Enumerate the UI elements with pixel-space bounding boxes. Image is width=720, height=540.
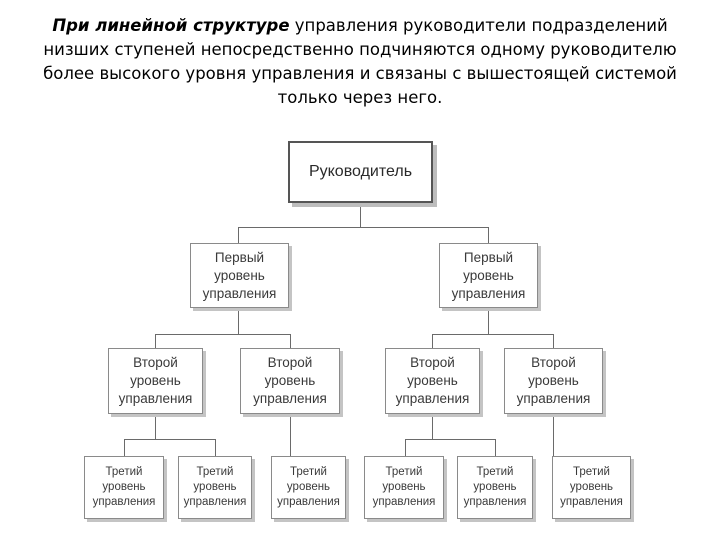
node-level3-3: Третий уровень управления xyxy=(271,456,346,519)
edge-to-level1-left xyxy=(238,227,239,243)
node-level2-3: Второй уровень управления xyxy=(385,348,480,414)
edge-level2-4-down xyxy=(553,414,554,456)
edge-to-level2-4 xyxy=(553,334,554,348)
node-level3-2: Третий уровень управления xyxy=(178,456,252,519)
edge-level2-2-down xyxy=(290,414,291,456)
node-level3-1: Третий уровень управления xyxy=(84,456,164,519)
node-level2-1: Второй уровень управления xyxy=(108,348,203,414)
edge-to-level2-1 xyxy=(155,334,156,348)
edge-to-level3-1 xyxy=(124,439,125,456)
node-level3-5: Третий уровень управления xyxy=(457,456,533,519)
edge-level2-bus-right xyxy=(432,334,553,335)
intro-lead: При линейной структуре xyxy=(52,16,290,35)
edge-to-level3-4 xyxy=(405,439,406,456)
edge-to-level2-2 xyxy=(290,334,291,348)
node-level2-4: Второй уровень управления xyxy=(504,348,603,414)
node-root: Руководитель xyxy=(288,141,433,203)
node-level3-6: Третий уровень управления xyxy=(552,456,631,519)
edge-level2-1-down xyxy=(155,414,156,439)
edge-level1-bus xyxy=(238,227,488,228)
edge-to-level1-right xyxy=(488,227,489,243)
node-level3-4: Третий уровень управления xyxy=(364,456,444,519)
intro-rest: управления руководители подразделений ни… xyxy=(43,16,677,107)
edge-level3-bus-1 xyxy=(124,439,215,440)
edge-to-level2-3 xyxy=(432,334,433,348)
node-level2-2: Второй уровень управления xyxy=(240,348,340,414)
node-level1-1: Первый уровень управления xyxy=(190,243,289,308)
edge-level3-bus-3 xyxy=(405,439,495,440)
edge-root-down xyxy=(360,203,361,227)
edge-to-level3-5 xyxy=(495,439,496,456)
edge-level2-3-down xyxy=(432,414,433,439)
edge-level1-left-down xyxy=(238,308,239,334)
edge-to-level3-2 xyxy=(215,439,216,456)
edge-level1-right-down xyxy=(488,308,489,334)
intro-paragraph: При линейной структуре управления руково… xyxy=(40,14,680,110)
edge-level2-bus-left xyxy=(155,334,290,335)
node-level1-2: Первый уровень управления xyxy=(439,243,538,308)
